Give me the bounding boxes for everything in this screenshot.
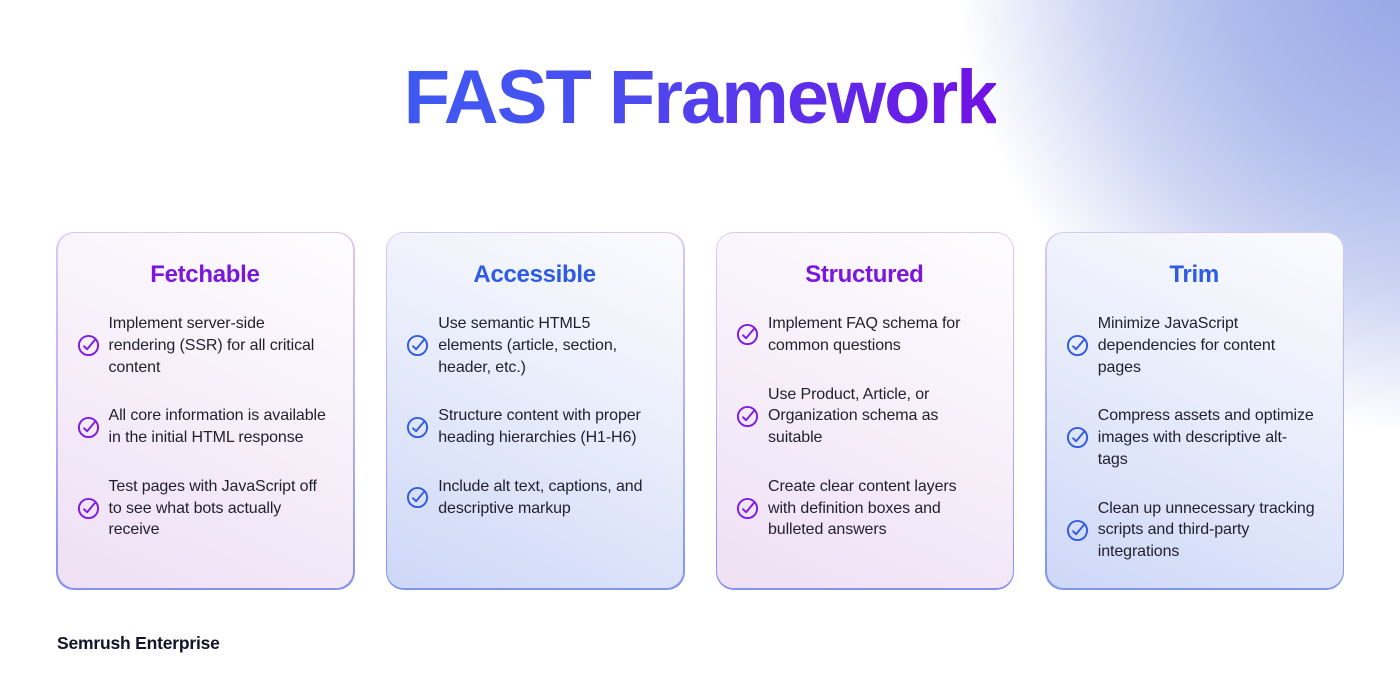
list-item-text: Use semantic HTML5 elements (article, se… bbox=[438, 315, 617, 376]
list-item: All core information is available in the… bbox=[77, 405, 334, 449]
list-item: Implement FAQ schema for common question… bbox=[736, 313, 993, 357]
card-trim-body: Trim Minimize JavaScript dependencies fo… bbox=[1046, 233, 1343, 589]
card-fetchable-body: Fetchable Implement server-side renderin… bbox=[57, 233, 354, 589]
list-item-text: All core information is available in the… bbox=[108, 407, 326, 447]
check-circle-icon bbox=[407, 487, 429, 509]
list-item-text: Implement server-side rendering (SSR) fo… bbox=[108, 315, 315, 376]
card-title: Accessible bbox=[473, 261, 596, 289]
check-circle-icon bbox=[77, 497, 99, 520]
framework-cards-row: Fetchable Implement server-side renderin… bbox=[0, 231, 1400, 590]
card-items: Implement FAQ schema for common question… bbox=[736, 313, 993, 541]
list-item: Create clear content layers with definit… bbox=[736, 476, 993, 541]
list-item-text: Implement FAQ schema for common question… bbox=[768, 315, 961, 354]
list-item: Use Product, Article, or Organization sc… bbox=[736, 384, 993, 449]
list-item: Structure content with proper heading hi… bbox=[406, 405, 663, 449]
list-item: Minimize JavaScript dependencies for con… bbox=[1066, 313, 1323, 378]
card-title: Fetchable bbox=[150, 261, 260, 289]
check-circle-icon bbox=[736, 497, 759, 520]
list-item: Test pages with JavaScript off to see wh… bbox=[77, 476, 334, 541]
list-item: Implement server-side rendering (SSR) fo… bbox=[77, 313, 334, 378]
list-item-text: Use Product, Article, or Organization sc… bbox=[768, 385, 939, 447]
list-item-text: Clean up unnecessary tracking scripts an… bbox=[1097, 499, 1315, 561]
check-circle-icon bbox=[1066, 335, 1088, 357]
list-item: Clean up unnecessary tracking scripts an… bbox=[1066, 498, 1323, 563]
check-circle-icon bbox=[407, 416, 429, 438]
list-item-text: Minimize JavaScript dependencies for con… bbox=[1097, 315, 1276, 376]
list-item-text: Create clear content layers with definit… bbox=[768, 477, 957, 539]
card-fetchable: Fetchable Implement server-side renderin… bbox=[56, 231, 355, 590]
list-item: Include alt text, captions, and descript… bbox=[406, 476, 663, 520]
check-circle-icon bbox=[77, 416, 99, 438]
check-circle-icon bbox=[407, 335, 429, 357]
list-item: Compress assets and optimize images with… bbox=[1066, 405, 1323, 470]
check-circle-icon bbox=[1066, 519, 1088, 541]
list-item-text: Compress assets and optimize images with… bbox=[1097, 407, 1314, 468]
page-title: FAST Framework bbox=[404, 0, 999, 140]
list-item-text: Test pages with JavaScript off to see wh… bbox=[108, 477, 317, 539]
list-item: Use semantic HTML5 elements (article, se… bbox=[406, 313, 663, 378]
card-structured-body: Structured Implement FAQ schema for comm… bbox=[717, 233, 1013, 589]
card-title: Structured bbox=[805, 261, 924, 289]
list-item-text: Include alt text, captions, and descript… bbox=[438, 477, 643, 517]
brand-footer: Semrush Enterprise bbox=[57, 632, 220, 653]
check-circle-icon bbox=[77, 335, 99, 357]
check-circle-icon bbox=[736, 405, 759, 427]
card-accessible-body: Accessible Use semantic HTML5 elements (… bbox=[387, 233, 683, 589]
card-items: Implement server-side rendering (SSR) fo… bbox=[77, 313, 334, 541]
card-title: Trim bbox=[1169, 261, 1219, 289]
card-accessible: Accessible Use semantic HTML5 elements (… bbox=[385, 231, 685, 590]
card-items: Minimize JavaScript dependencies for con… bbox=[1066, 313, 1323, 563]
check-circle-icon bbox=[736, 324, 759, 346]
check-circle-icon bbox=[1066, 427, 1088, 449]
card-structured: Structured Implement FAQ schema for comm… bbox=[715, 231, 1015, 590]
card-items: Use semantic HTML5 elements (article, se… bbox=[406, 313, 663, 519]
card-trim: Trim Minimize JavaScript dependencies fo… bbox=[1045, 231, 1344, 590]
list-item-text: Structure content with proper heading hi… bbox=[438, 407, 641, 447]
